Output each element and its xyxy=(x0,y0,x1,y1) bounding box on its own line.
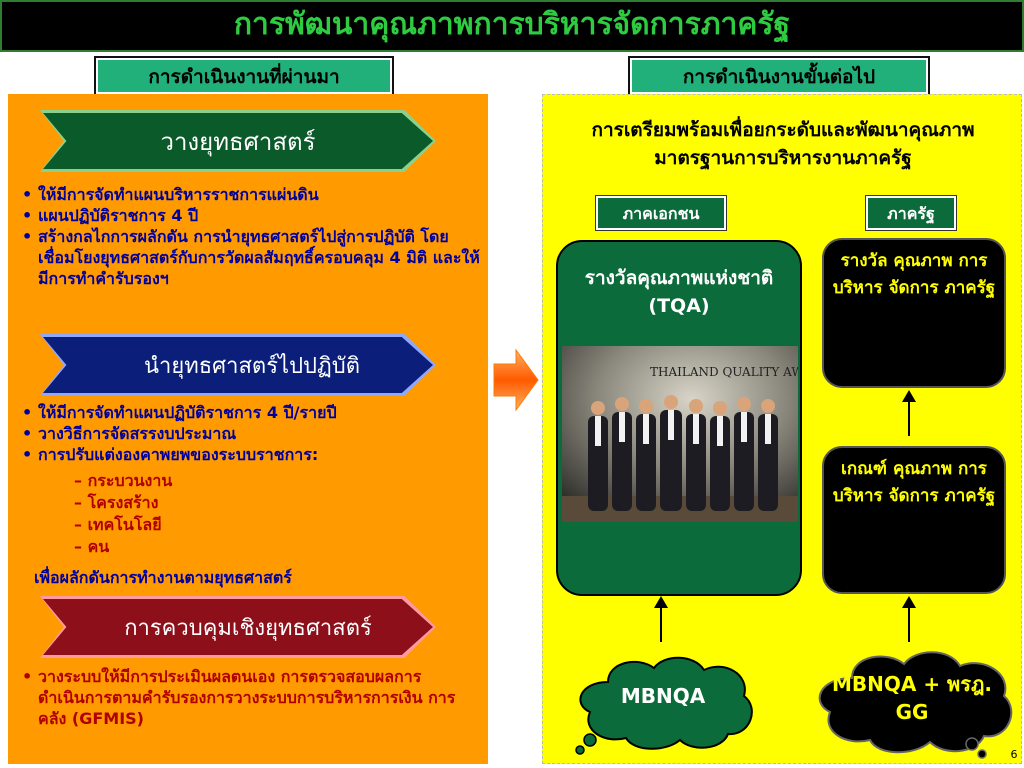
banner-implementation: นำยุทธศาสตร์ไปปฏิบัติ xyxy=(40,334,436,396)
private-sector-label: ภาคเอกชน xyxy=(595,195,727,231)
banner-implementation-label: นำยุทธศาสตร์ไปปฏิบัติ xyxy=(143,353,361,379)
implementation-closing: เพื่อผลักดันการทำงานตามยุทธศาสตร์ xyxy=(34,568,292,587)
cloud-right-shape xyxy=(818,651,1013,759)
list-item: สร้างกลไกการผลักดัน การนำยุทธศาสตร์ไปสู่… xyxy=(18,226,480,289)
public-sector-label: ภาครัฐ xyxy=(865,195,957,231)
slide-title: การพัฒนาคุณภาพการบริหารจัดการภาครัฐ xyxy=(0,0,1024,52)
component-sublist: – กระบวนงาน – โครงสร้าง – เทคโนโลยี – คน xyxy=(10,470,310,558)
list-item: วางระบบให้มีการประเมินผลตนเอง การตรวจสอบ… xyxy=(18,666,468,729)
list-item: แผนปฏิบัติราชการ 4 ปี xyxy=(18,205,480,226)
implementation-list: ให้มีการจัดทำแผนปฏิบัติราชการ 4 ปี/รายปี… xyxy=(18,402,488,465)
right-section-header: การดำเนินงานขั้นต่อไป xyxy=(628,56,930,96)
control-list: วางระบบให้มีการประเมินผลตนเอง การตรวจสอบ… xyxy=(18,666,468,729)
up-arrow-icon xyxy=(654,596,668,642)
right-arrow-icon xyxy=(493,348,539,412)
list-item: ให้มีการจัดทำแผนบริหารราชการแผ่นดิน xyxy=(18,184,480,205)
list-item: – คน xyxy=(74,537,110,556)
list-item: – โครงสร้าง xyxy=(74,493,159,512)
banner-control: การควบคุมเชิงยุทธศาสตร์ xyxy=(40,596,436,658)
right-heading: การเตรียมพร้อมเพื่อยกระดับและพัฒนาคุณภาพ… xyxy=(591,119,975,169)
cloud-right-label: MBNQA + พรฎ. GG xyxy=(832,672,992,724)
up-arrow-icon xyxy=(902,596,916,642)
banner-strategy-label: วางยุทธศาสตร์ xyxy=(160,127,316,156)
cloud-left-label: MBNQA xyxy=(620,684,706,708)
list-item: – กระบวนงาน xyxy=(74,471,173,490)
list-item: ให้มีการจัดทำแผนปฏิบัติราชการ 4 ปี/รายปี xyxy=(18,402,488,423)
page-number: 6 xyxy=(1010,748,1018,761)
banner-strategy: วางยุทธศาสตร์ xyxy=(40,110,436,172)
list-item: วางวิธีการจัดสรรงบประมาณ xyxy=(18,423,488,444)
up-arrow-icon xyxy=(902,390,916,436)
list-item: การปรับแต่งองคาพยพของระบบราชการ: xyxy=(18,444,488,465)
public-criteria-box: เกณฑ์ คุณภาพ การบริหาร จัดการ ภาครัฐ xyxy=(822,446,1006,594)
tqa-title: รางวัลคุณภาพแห่งชาติ (TQA) xyxy=(584,267,774,317)
award-photo: THAILAND QUALITY AWARD xyxy=(562,346,798,522)
public-award-box: รางวัล คุณภาพ การบริหาร จัดการ ภาครัฐ xyxy=(822,238,1006,388)
cloud-left-shape xyxy=(575,656,753,755)
banner-control-label: การควบคุมเชิงยุทธศาสตร์ xyxy=(124,615,372,641)
photo-caption: THAILAND QUALITY AWARD xyxy=(650,365,798,379)
strategy-list: ให้มีการจัดทำแผนบริหารราชการแผ่นดิน แผนป… xyxy=(18,184,480,289)
list-item: – เทคโนโลยี xyxy=(74,515,162,534)
left-section-header: การดำเนินงานที่ผ่านมา xyxy=(94,56,394,96)
